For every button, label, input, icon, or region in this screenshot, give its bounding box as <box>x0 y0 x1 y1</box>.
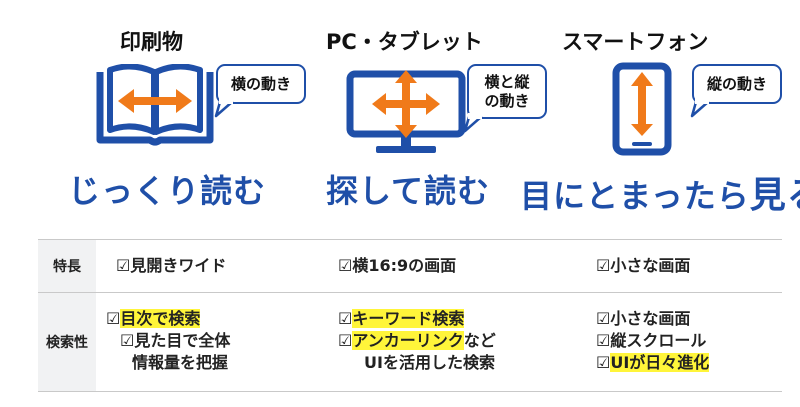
smartphone-tagline-main: 目にとまったら <box>520 177 750 215</box>
cell-text: ☑見開きワイド <box>116 256 227 275</box>
table-cell: ☑小さな画面 <box>596 255 690 277</box>
bubble-tail-icon <box>463 113 483 133</box>
cell-text: 情報量を把握 <box>132 353 229 372</box>
horizontal-arrow-icon <box>118 89 192 113</box>
smartphone-title: スマートフォン <box>562 30 709 54</box>
check-icon: ☑ <box>106 309 121 328</box>
pc-title: PC・タブレット <box>326 30 483 54</box>
table-cell: ☑キーワード検索 ☑アンカーリンクなど UIを活用した検索 <box>338 308 496 374</box>
table-cell: ☑見開きワイド <box>116 255 226 277</box>
cell-text: ☑横16:9の画面 <box>338 256 457 275</box>
cell-line: ☑目次で検索 <box>106 308 230 330</box>
cell-highlight-text: アンカーリンク <box>352 331 464 350</box>
print-title: 印刷物 <box>120 30 183 54</box>
cell-text: など <box>463 331 496 350</box>
bubble-tail-icon <box>214 98 234 118</box>
pc-movement-label: 横と縦 の動き <box>484 72 530 110</box>
cell-line: ☑キーワード検索 <box>338 308 496 330</box>
row-header-features: 特長 <box>38 240 96 292</box>
pc-tagline: 探して読む <box>326 172 491 210</box>
table-cell: ☑小さな画面 ☑縦スクロール ☑UIが日々進化 <box>596 308 710 374</box>
table-row: 検索性 ☑目次で検索 ☑見た目で全体 情報量を把握 ☑キーワード検索 ☑アンカー… <box>38 293 782 391</box>
smartphone-movement-bubble: 縦の動き <box>692 64 782 104</box>
cell-text: ☑縦スクロール <box>596 331 707 350</box>
check-icon: ☑ <box>338 331 353 350</box>
print-tagline: じっくり読む <box>68 172 267 210</box>
pc-column: PC・タブレット 横と縦 の動き 探して読む <box>262 0 547 225</box>
smartphone-tagline: 目にとまったら見る <box>520 166 800 218</box>
vertical-arrow-icon <box>631 72 653 136</box>
open-book-icon <box>96 64 214 146</box>
bubble-tail-icon <box>690 98 710 118</box>
comparison-table: 特長 ☑見開きワイド ☑横16:9の画面 ☑小さな画面 検索性 ☑目次で検索 ☑… <box>38 239 782 392</box>
pc-movement-bubble: 横と縦 の動き <box>467 64 547 119</box>
smartphone-movement-label: 縦の動き <box>706 74 767 93</box>
table-cell: ☑横16:9の画面 <box>338 255 456 277</box>
smartphone-column: スマートフォン 縦の動き 目にとまったら見る <box>520 0 800 225</box>
print-column: 印刷物 横の動き じっくり読む <box>0 0 306 225</box>
print-movement-bubble: 横の動き <box>216 64 306 104</box>
table-row: 特長 ☑見開きワイド ☑横16:9の画面 ☑小さな画面 <box>38 240 782 293</box>
cell-highlight-text: キーワード検索 <box>352 309 465 328</box>
smartphone-icon <box>612 62 672 156</box>
cell-text: ☑小さな画面 <box>596 309 691 328</box>
cell-text: ☑小さな画面 <box>596 256 691 275</box>
check-icon: ☑ <box>338 309 353 328</box>
cell-highlight-text: 目次で検索 <box>120 309 201 328</box>
table-cell: ☑目次で検索 ☑見た目で全体 情報量を把握 <box>106 308 230 374</box>
cell-line: ☑アンカーリンクなど <box>338 330 496 352</box>
cell-text: ☑見た目で全体 <box>120 331 231 350</box>
cell-text: UIを活用した検索 <box>364 353 495 372</box>
four-way-arrow-icon <box>372 70 440 138</box>
check-icon: ☑ <box>596 353 611 372</box>
monitor-icon <box>346 70 466 153</box>
cell-line: ☑UIが日々進化 <box>596 352 710 374</box>
print-movement-label: 横の動き <box>230 74 291 93</box>
cell-highlight-text: UIが日々進化 <box>610 353 710 372</box>
smartphone-tagline-end: 見る <box>749 175 800 216</box>
row-header-searchability: 検索性 <box>38 293 96 391</box>
